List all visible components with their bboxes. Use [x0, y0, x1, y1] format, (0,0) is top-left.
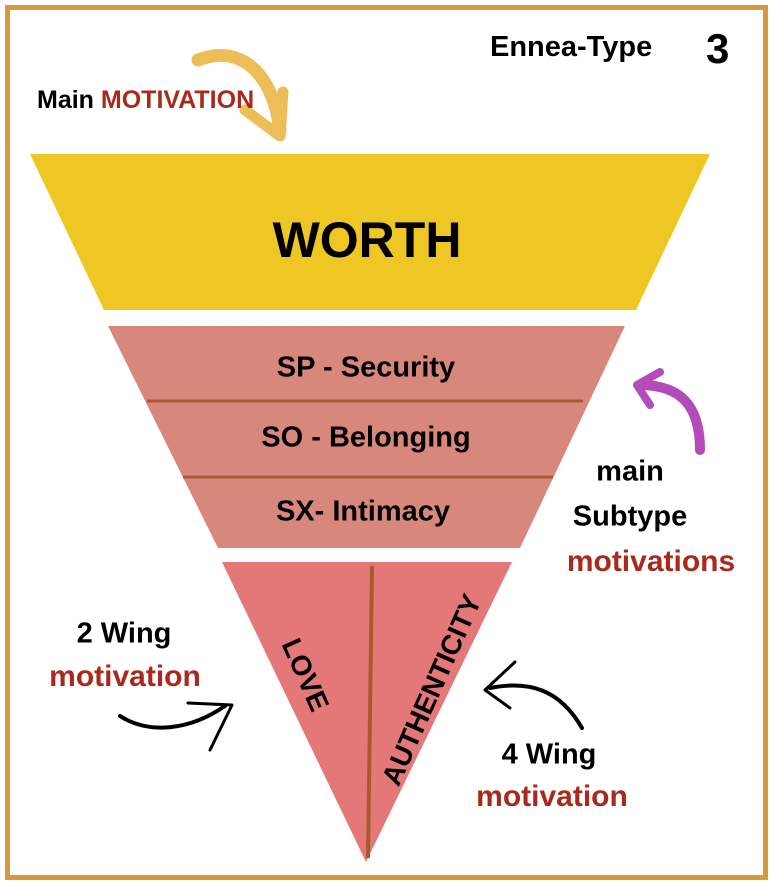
core-trapezoid: [30, 154, 710, 310]
right-wing-caption: motivation: [476, 780, 628, 813]
main-motivation-label: Main MOTIVATION: [37, 88, 254, 113]
core-motivation: WORTH: [272, 212, 462, 268]
main-motivation-highlight: MOTIVATION: [100, 86, 255, 114]
wing-triangle: [222, 562, 512, 862]
curved-arrow-icon: [633, 368, 705, 455]
wing-divider: [366, 565, 374, 859]
ennea-type-number: 3: [706, 25, 730, 72]
curved-arrow-icon: [118, 701, 234, 752]
left-wing-label: 2 Wing: [76, 617, 172, 650]
subtype-sx: SX- Intimacy: [275, 495, 451, 528]
curved-arrow-icon: [483, 660, 584, 730]
right-wing-label: 4 Wing: [501, 738, 597, 771]
gold-frame: [5, 5, 768, 880]
ennea-type-label: Ennea-Type: [490, 31, 653, 63]
subtype-caption-line2: Subtype: [572, 500, 688, 533]
subtype-caption-line3: motivations: [566, 545, 736, 578]
subtype-sp: SP - Security: [276, 351, 456, 384]
subtype-so: SO - Belonging: [261, 421, 471, 454]
left-wing-caption: motivation: [49, 660, 201, 693]
subtype-trapezoid: [108, 326, 625, 548]
main-motivation-prefix: Main: [37, 86, 94, 114]
curved-arrow-icon: [191, 49, 289, 142]
subtype-caption-line1: main: [596, 455, 664, 488]
